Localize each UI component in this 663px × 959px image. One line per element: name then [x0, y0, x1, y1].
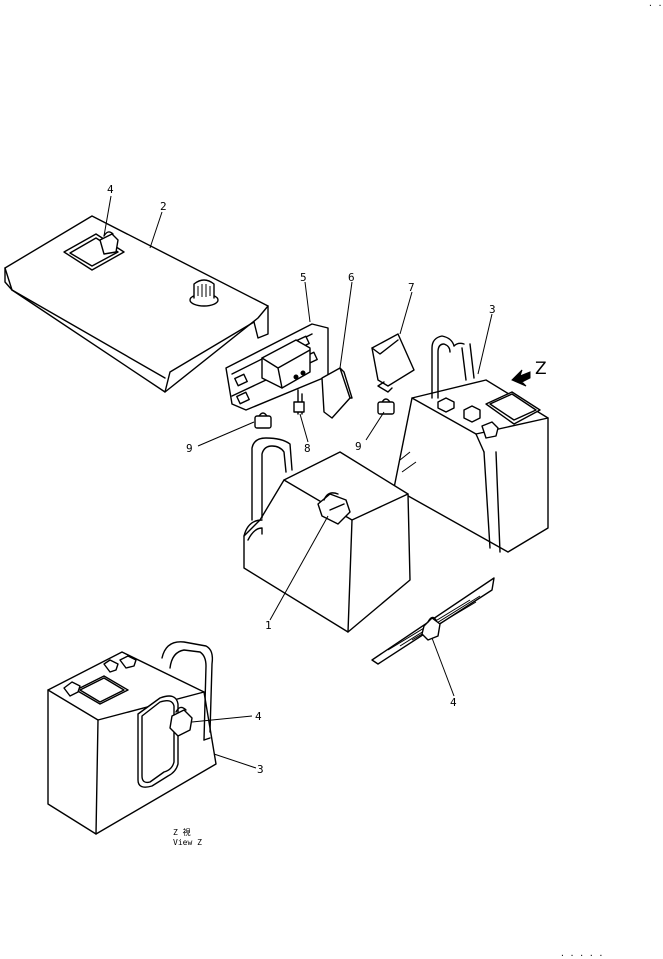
view-z-box	[47, 641, 217, 835]
view-caption-line1: Z 視	[173, 828, 191, 837]
battery-box-part-3	[393, 335, 549, 553]
callout-5: 5	[300, 271, 307, 284]
callout-2: 2	[160, 200, 167, 213]
callout-1: 1	[265, 619, 272, 632]
leader-lines	[103, 195, 493, 769]
padlock-part-9-left	[254, 412, 272, 429]
panel-part-5	[225, 323, 329, 411]
padlock-part-9-right	[377, 398, 395, 415]
callout-6: 6	[348, 271, 355, 284]
page-mark-top: · ·	[648, 1, 662, 10]
view-z-arrow-label: Z	[535, 359, 547, 379]
callout-7: 7	[408, 281, 415, 294]
view-caption-line2: View Z	[173, 838, 202, 847]
plate-part-7	[371, 333, 415, 393]
view-z-arrow: Z	[511, 359, 547, 387]
callout-9-right: 9	[355, 440, 362, 453]
tank-part-1	[243, 437, 411, 633]
connector-part-8	[293, 389, 305, 415]
callout-3-top: 3	[489, 303, 496, 316]
callout-9-left: 9	[186, 442, 193, 455]
bracket-part-6	[321, 367, 353, 419]
callout-4-bottom: 4	[450, 696, 457, 709]
callout-4-view: 4	[255, 710, 262, 723]
page-mark-bottom: · · · · ·	[560, 951, 603, 959]
view-caption: Z 視 View Z	[173, 828, 202, 847]
callout-4-top: 4	[107, 183, 114, 196]
callouts: 4 2 5 6 7 3 9 8 9 1 4 4 3	[107, 183, 496, 776]
bottom-plate	[371, 577, 495, 665]
callout-8: 8	[304, 442, 311, 455]
cover-part-2	[4, 215, 269, 393]
callout-3-view: 3	[257, 763, 264, 776]
